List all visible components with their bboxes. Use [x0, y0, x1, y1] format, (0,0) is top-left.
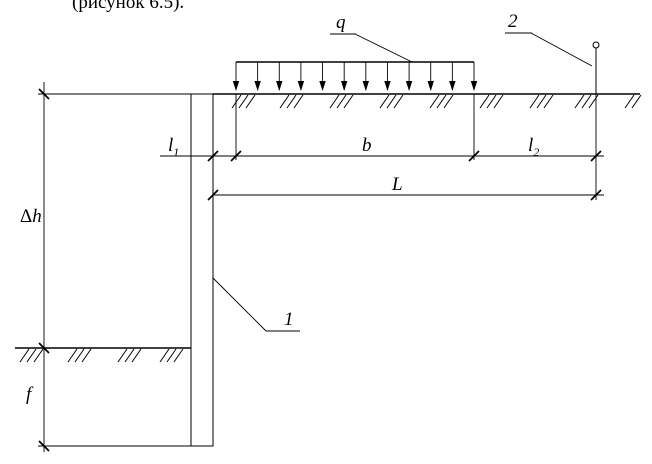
hatch-stroke: [159, 348, 170, 363]
hatch-stroke: [581, 94, 592, 109]
marker-leader-line: [530, 32, 593, 67]
caption-fragment: (рисунок 6.5).: [72, 0, 184, 13]
load-arrow-head-icon: [384, 81, 391, 91]
dim-tick-load-end: [468, 150, 480, 162]
hatch-stroke: [336, 94, 347, 109]
ground-hatching-upper: [231, 94, 642, 109]
dimension-label-delta-h: Δh: [20, 206, 42, 227]
hatch-stroke: [173, 348, 184, 363]
hatch-stroke: [124, 348, 135, 363]
hatch-stroke: [231, 94, 242, 109]
load-arrow-head-icon: [427, 81, 434, 91]
load-arrow-head-icon: [276, 81, 283, 91]
load-arrow-head-icon: [254, 81, 261, 91]
hatch-stroke: [529, 94, 540, 109]
hatch-stroke: [443, 94, 454, 109]
hatch-stroke: [131, 348, 142, 363]
hatch-stroke: [436, 94, 447, 109]
hatch-stroke: [479, 94, 490, 109]
load-arrow-head-icon: [470, 81, 478, 91]
hatch-stroke: [33, 348, 44, 363]
hatch-stroke: [81, 348, 92, 363]
load-arrows: [232, 62, 478, 91]
wall-label: 1: [284, 309, 294, 330]
load-leader-line: [354, 33, 413, 63]
load-arrow-head-icon: [405, 81, 413, 91]
marker-circle-icon: [592, 41, 600, 49]
dim-tick-marker: [590, 150, 602, 162]
hatch-stroke: [279, 94, 290, 109]
hatch-stroke: [67, 348, 78, 363]
load-arrow-head-icon: [362, 81, 370, 91]
load-label-q: q: [336, 12, 346, 33]
dim-tick-top: [38, 88, 50, 100]
hatch-stroke: [624, 94, 635, 109]
dim-tick-bottom: [38, 440, 50, 452]
load-arrow-head-icon: [449, 81, 456, 91]
load-arrow-head-icon: [340, 81, 348, 91]
retaining-wall: [190, 93, 214, 447]
hatch-stroke: [245, 94, 256, 109]
wall-leader-line: [212, 277, 267, 332]
hatch-stroke: [631, 94, 642, 109]
hatch-stroke: [343, 94, 354, 109]
load-arrow-head-icon: [232, 81, 240, 91]
dimension-label-b: b: [362, 135, 372, 156]
hatch-stroke: [588, 94, 599, 109]
hatch-stroke: [536, 94, 547, 109]
hatch-stroke: [429, 94, 440, 109]
hatch-stroke: [26, 348, 37, 363]
hatch-stroke: [379, 94, 390, 109]
hatch-stroke: [543, 94, 554, 109]
dim-tick-L-start: [207, 189, 219, 201]
hatch-stroke: [493, 94, 504, 109]
dimension-label-L: L: [391, 174, 403, 195]
hatch-stroke: [329, 94, 340, 109]
dim-tick-wall: [207, 150, 219, 162]
hatch-stroke: [238, 94, 249, 109]
dim-tick-excavation: [38, 342, 50, 354]
hatch-stroke: [486, 94, 497, 109]
marker-label: 2: [508, 11, 518, 32]
hatch-stroke: [19, 348, 30, 363]
hatch-stroke: [286, 94, 297, 109]
dimension-label-l2: l2: [528, 135, 539, 159]
dim-tick-L-end: [590, 189, 602, 201]
dimension-label-l1: l1: [168, 135, 179, 159]
hatch-stroke: [386, 94, 397, 109]
hatch-stroke: [117, 348, 128, 363]
hatch-stroke: [293, 94, 304, 109]
load-arrow-head-icon: [297, 81, 305, 91]
dimension-label-f: f: [26, 384, 34, 405]
load-arrow-head-icon: [319, 81, 326, 91]
hatch-stroke: [574, 94, 585, 109]
dim-tick-load-start: [230, 150, 242, 162]
ground-hatching-lower: [19, 348, 184, 363]
hatch-stroke: [166, 348, 177, 363]
hatch-stroke: [393, 94, 404, 109]
hatch-stroke: [74, 348, 85, 363]
